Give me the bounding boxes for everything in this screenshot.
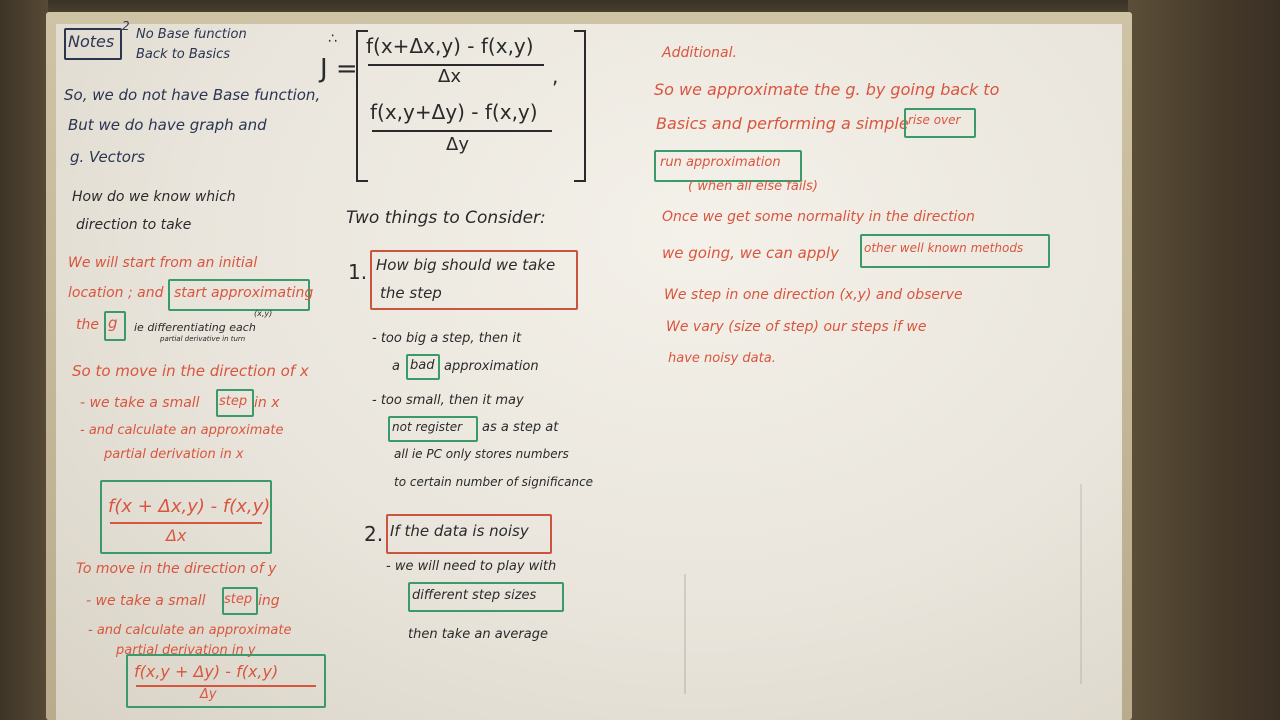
row1-fraction-bar: [368, 64, 544, 66]
red1-line3-pre: the: [76, 317, 99, 333]
whiteboard: Notes 2 No Base function Back to Basics …: [56, 20, 1122, 720]
rise-over-box: [904, 108, 976, 138]
step-x-pre: - we take a small: [80, 395, 200, 411]
row2-fraction-bar: [372, 130, 552, 132]
formula-x-fraction-bar: [110, 522, 262, 524]
board-smudge: [684, 574, 686, 694]
red1-line1: We will start from an initial: [68, 255, 258, 271]
calc-y-line1: - and calculate an approximate: [88, 623, 292, 638]
red1-note-xy: (x,y): [254, 309, 273, 318]
right-line9: have noisy data.: [668, 351, 776, 366]
red1-note2: partial derivative in turn: [160, 335, 246, 343]
run-approximation-box: [654, 150, 802, 182]
right-line2-pre: Basics and performing a simple: [656, 114, 909, 133]
consider-heading: Two things to Consider:: [346, 208, 546, 228]
g-box: [104, 311, 126, 341]
calc-x-line1: - and calculate an approximate: [80, 423, 284, 438]
well-known-methods-text: other well known methods: [864, 241, 1024, 255]
para1-line2: But we do have graph and: [68, 116, 267, 134]
bad-box-text: bad: [410, 358, 435, 373]
title-notes: Notes: [68, 32, 115, 51]
row1-comma: ,: [552, 64, 559, 88]
step-x-post: in x: [254, 395, 280, 411]
j-dots: ∴: [328, 31, 337, 47]
item2-number: 2.: [364, 522, 384, 546]
formula-x-numerator: f(x + Δx,y) - f(x,y): [108, 496, 271, 517]
step-y-box: [222, 587, 258, 615]
red1-box-text: start approximating: [174, 285, 314, 301]
item1-number: 1.: [348, 260, 368, 284]
formula-y-fraction-bar: [136, 685, 316, 687]
right-line8: We vary (size of step) our steps if we: [666, 319, 927, 335]
move-y: To move in the direction of y: [76, 561, 277, 577]
formula-y-denominator: Δy: [200, 687, 217, 702]
red1-line2: location ; and: [68, 285, 164, 301]
move-x: So to move in the direction of x: [72, 362, 309, 380]
title-superscript: 2: [122, 19, 130, 33]
right-line1: So we approximate the g. by going back t…: [654, 80, 1000, 99]
right-line7: We step in one direction (x,y) and obser…: [664, 287, 963, 303]
different-step-sizes-text: different step sizes: [412, 588, 537, 603]
bullet2-line3: all ie PC only stores numbers: [394, 447, 569, 461]
bullet2-line1: - too small, then it may: [372, 393, 524, 408]
additional-heading: Additional.: [662, 45, 737, 61]
step-x-box-text: step: [219, 394, 248, 409]
formula-y-box: [126, 654, 326, 708]
calc-x-line2: partial derivation in x: [104, 447, 244, 462]
well-known-methods-box: [860, 234, 1050, 268]
board-smudge-right: [1080, 484, 1082, 684]
step-y-pre: - we take a small: [86, 593, 206, 609]
j-label: J =: [320, 54, 358, 84]
different-step-sizes-box: [408, 582, 564, 612]
bullet3-line1: - we will need to play with: [386, 559, 557, 574]
step-y-post: ing: [258, 593, 280, 609]
title-box: [64, 28, 122, 60]
subtitle-line2: Back to Basics: [136, 47, 231, 62]
question-line1: How do we know which: [72, 189, 236, 205]
item1-line1: How big should we take: [376, 256, 556, 274]
formula-x-denominator: Δx: [166, 526, 187, 545]
row2-numerator: f(x,y+Δy) - f(x,y): [370, 100, 538, 124]
formula-x-box: [100, 480, 272, 554]
item1-box: [370, 250, 578, 310]
row1-numerator: f(x+Δx,y) - f(x,y): [366, 34, 534, 58]
wall-right: [1128, 0, 1280, 720]
question-line2: direction to take: [76, 217, 192, 233]
wall-left: [0, 0, 48, 720]
bullet2-line2-post: as a step at: [482, 420, 559, 435]
item2-text: If the data is noisy: [390, 522, 529, 540]
matrix-left-bracket: [356, 30, 368, 182]
g-box-text: g: [108, 314, 118, 332]
right-line5: Once we get some normality in the direct…: [662, 209, 975, 225]
bullet1-line2-pre: a: [392, 359, 400, 374]
rise-over-text: rise over: [908, 113, 961, 127]
bullet2-line4: to certain number of significance: [394, 475, 594, 489]
bad-box: [406, 354, 440, 380]
step-x-box: [216, 389, 254, 417]
formula-y-numerator: f(x,y + Δy) - f(x,y): [134, 662, 279, 681]
not-register-box: [388, 416, 478, 442]
calc-y-line2: partial derivation in y: [116, 643, 256, 658]
para1-line1: So, we do not have Base function,: [64, 86, 321, 104]
start-approximating-box: [168, 279, 310, 311]
right-line4: ( when all else fails): [688, 179, 818, 194]
not-register-box-text: not register: [392, 420, 463, 434]
bullet3-line3: then take an average: [408, 627, 548, 642]
bullet1-line2-post: approximation: [444, 359, 539, 374]
row1-denominator: Δx: [438, 66, 461, 87]
matrix-right-bracket: [574, 30, 586, 182]
step-y-box-text: step: [224, 592, 253, 607]
red1-note: ie differentiating each: [134, 321, 256, 334]
item2-box: [386, 514, 552, 554]
item1-line2: the step: [380, 284, 442, 302]
row2-denominator: Δy: [446, 134, 469, 155]
run-approximation-text: run approximation: [660, 155, 781, 170]
bullet1-line1: - too big a step, then it: [372, 331, 522, 346]
para1-line3: g. Vectors: [70, 148, 145, 166]
subtitle-line1: No Base function: [136, 27, 247, 42]
right-line6-pre: we going, we can apply: [662, 244, 839, 262]
